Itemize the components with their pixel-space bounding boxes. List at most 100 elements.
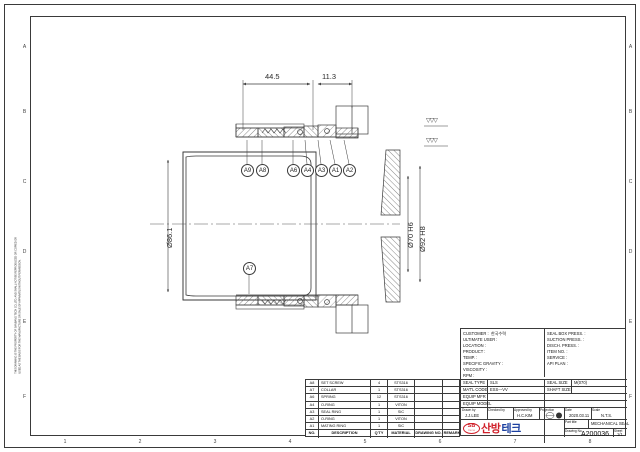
balloon-a8[interactable]: A8 [256,164,269,177]
cell-remark [443,423,461,430]
cell-no: A7 [306,387,319,395]
balloon-a3[interactable]: A3 [315,164,328,177]
zone-label-bottom-2: 2 [138,439,142,445]
dimension-11-3: 11.3 [322,72,337,81]
spec-suction-press: SUCTION PRESS. : [547,337,584,342]
zone-label-right-b: B [628,109,633,115]
table-row[interactable]: A8 SET SCREW 4 STS316 [306,380,461,388]
value-drawing-no: A200036 [581,430,610,438]
cell-no: A2 [306,416,319,424]
cell-drawing-no [415,416,443,424]
cell-no: A3 [306,408,319,416]
zone-label-left-f: F [22,394,27,400]
sb-badge-icon: SB TECH [463,422,480,434]
badge-main-text: SB [467,423,476,430]
header-drawing-no: DRAWING NO. [415,430,443,438]
table-row[interactable]: A2 O-RING 1 VITON [306,416,461,424]
cell-drawing-no [415,380,443,388]
dimension-diameter-86-1: Ø86.1 [165,227,174,248]
cell-no: A6 [306,394,319,402]
zone-label-bottom-4: 4 [288,439,292,445]
header-no: NO. [306,430,319,438]
spec-item-no: ITEM NO. : [547,349,568,354]
label-drawn-by: Drawn by [462,407,476,412]
table-row[interactable]: A4 O-RING 1 VITON [306,401,459,409]
label-seal-size: SEAL SIZE [547,380,568,385]
balloon-a1[interactable]: A1 [329,164,342,177]
balloon-a7[interactable]: A7 [243,262,256,275]
cell-remark [443,380,461,387]
outer-border [4,4,636,448]
cell-qty: 1 [371,416,388,424]
table-row[interactable]: A3 SEAL RING 1 SIC [306,408,461,416]
balloon-a9[interactable]: A9 [241,164,254,177]
cell-remark [443,394,461,401]
projection-symbol-icon [545,412,562,419]
dimension-diameter-70-h6: Ø70 H6 [406,222,415,248]
balloon-a6[interactable]: A6 [287,164,300,177]
spec-service: SERVICE : [547,355,568,360]
cell-no: A8 [306,380,319,388]
ab-vrule-3 [539,407,540,419]
spec-product: PRODUCT : [463,349,486,354]
zone-label-right-a: A [628,44,633,50]
zone-label-bottom-5: 5 [363,439,367,445]
company-logo: SB TECH 산방 테크 [463,420,521,436]
value-seal-size: M(070) [574,380,587,385]
zone-label-bottom-8: 8 [588,439,592,445]
cell-description: SET SCREW [319,380,371,388]
dimension-diameter-92-h8: Ø92 H8 [418,226,427,252]
cell-material: STS316 [388,394,415,402]
cell-description: O-RING [319,416,371,424]
label-part-title: Part title [565,419,577,424]
spec-divider [544,329,545,377]
cell-material: VITON [388,401,415,409]
cell-material: STS316 [388,380,415,388]
zone-label-bottom-7: 7 [513,439,517,445]
table-row[interactable]: A1 MATING RING 1 SIC [306,423,461,431]
label-matl-code: MAT'L CODE [463,387,488,392]
cell-drawing-no [415,423,443,431]
cell-material: SIC [388,423,415,431]
cell-material: VITON [388,416,415,424]
value-seal-type: SLS [490,380,498,385]
cell-remark [443,387,461,394]
cell-material: SIC [388,408,415,416]
spec-location: LOCATION : [463,343,486,348]
label-drawing-no: Drawing No. [565,428,583,433]
balloon-a4[interactable]: A4 [301,164,314,177]
value-part-title: MECHANICAL SEAL [591,420,630,426]
spec-ultimate-user: ULTIMATE USER : [463,337,498,342]
cell-description: SPRING [319,394,371,402]
zone-label-left-c: C [22,179,27,185]
cell-qty: 1 [371,401,388,409]
tb-vrule-2 [544,379,545,443]
label-approved-by: Approved by [514,407,532,412]
zone-label-right-c: C [628,179,633,185]
zone-label-left-d: D [22,249,27,255]
spec-customer-value: 한국수력 [491,331,507,336]
spec-viscosity: VISCOSITY : [463,367,488,372]
balloon-a2[interactable]: A2 [343,164,356,177]
spec-seal-box-press: SEAL BOX PRESS. : [547,331,586,336]
ab-vrule-1 [487,407,488,419]
spec-temp: TEMP. : [463,355,478,360]
spec-rpm: RPM : [463,373,475,378]
cell-qty: 1 [371,387,388,395]
cell-qty: 4 [371,380,388,388]
cell-qty: 1 [371,408,388,416]
header-material: MATERIAL [388,430,415,438]
parts-list-table: A8 SET SCREW 4 STS316 A7 COLLAR 1 STS316… [305,379,461,438]
cell-remark [443,416,461,423]
value-scale: N.T.S. [601,412,613,418]
label-seal-type: SEAL TYPE [463,380,486,385]
table-row[interactable]: A7 COLLAR 1 STS316 [306,387,461,395]
cell-description: O-RING [319,401,371,409]
ab-vrule-6 [613,428,614,437]
table-row[interactable]: A6 SPRING 12 STS316 [306,394,461,402]
header-qty: Q'TY [371,430,388,438]
zone-label-bottom-6: 6 [438,439,442,445]
cell-remark [443,409,461,416]
zone-label-left-b: B [22,109,27,115]
